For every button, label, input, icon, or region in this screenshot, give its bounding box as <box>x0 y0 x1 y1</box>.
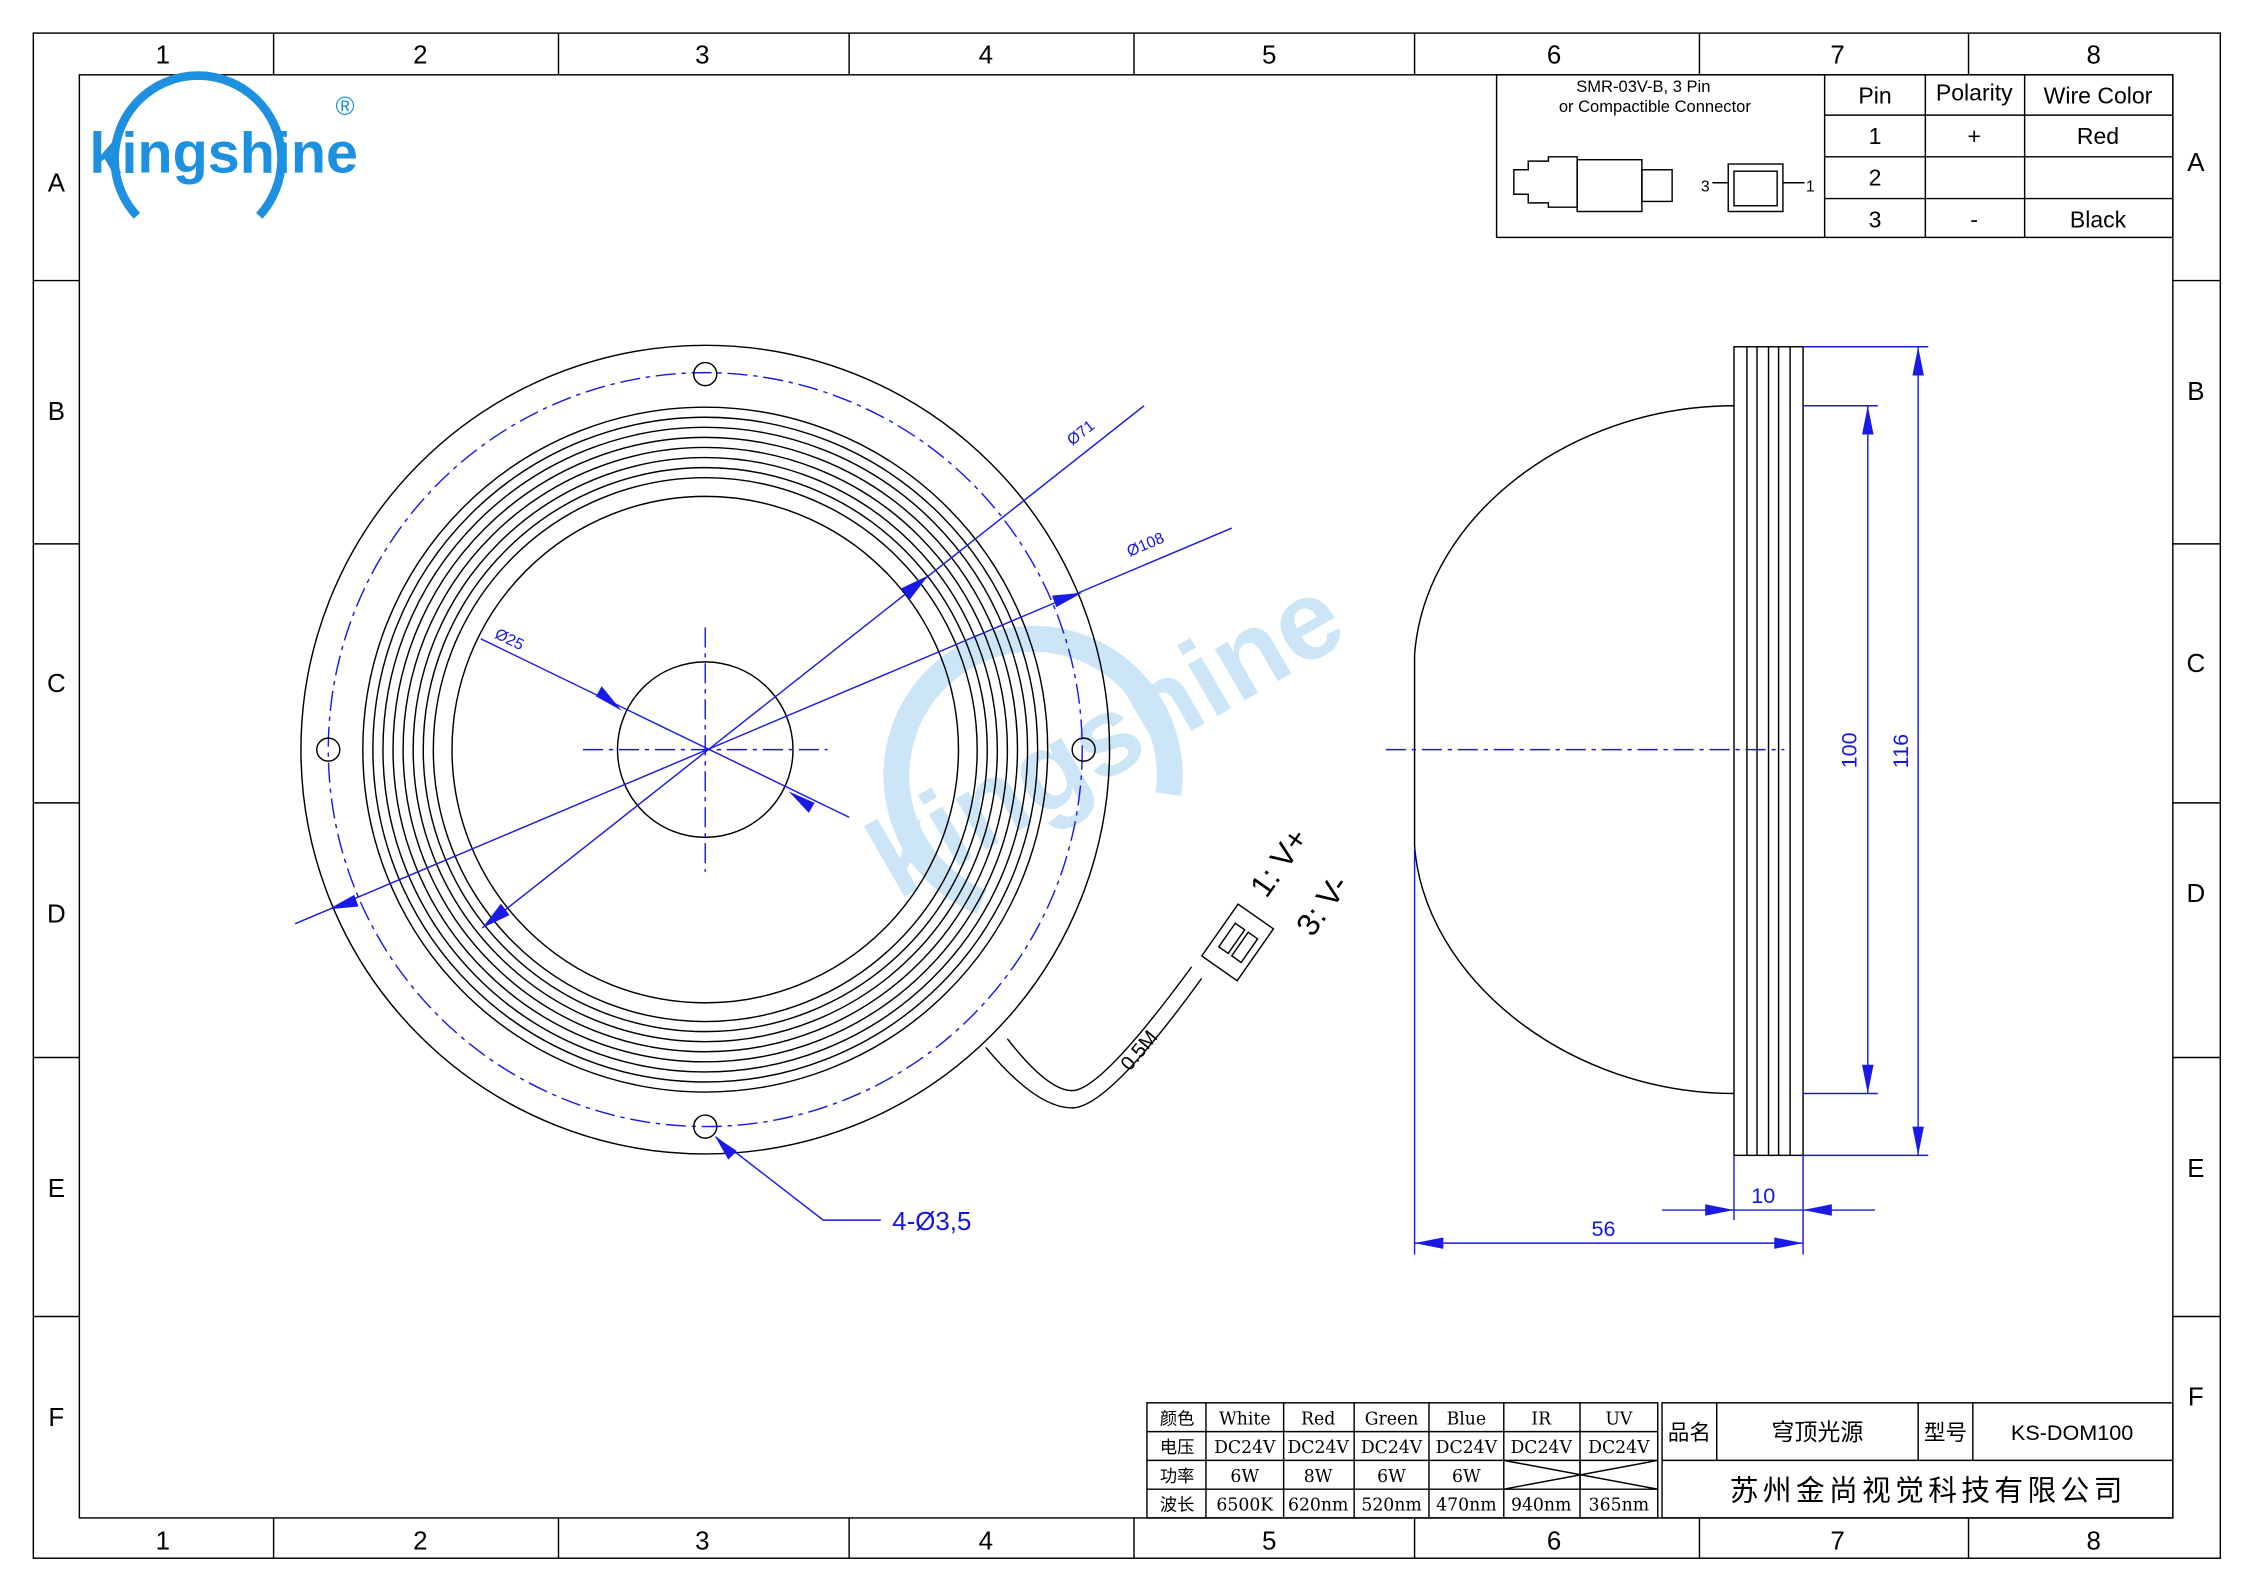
svg-text:3: 3 <box>1701 178 1710 195</box>
row-label: D <box>47 900 66 928</box>
product-name: 穹顶光源 <box>1771 1419 1863 1445</box>
dim-d108: Ø108 <box>1125 530 1167 561</box>
svg-text:3: 3 <box>1869 206 1882 232</box>
row-label: C <box>2187 650 2206 678</box>
svg-text:1: 1 <box>1806 178 1815 195</box>
row-label: B <box>48 398 65 426</box>
svg-text:电压: 电压 <box>1160 1438 1195 1458</box>
row-label: E <box>2187 1155 2204 1183</box>
col-label: 4 <box>979 1528 993 1556</box>
svg-text:6W: 6W <box>1230 1467 1259 1487</box>
title-block: 品名 穹顶光源 型号 KS-DOM100 苏州金尚视觉科技有限公司 <box>1661 1402 2174 1519</box>
svg-text:®: ® <box>335 93 354 121</box>
front-view: Ø71 Ø108 Ø25 4-Ø3,5 <box>294 344 1233 1236</box>
mounting-holes <box>316 361 1096 1139</box>
svg-text:DC24V: DC24V <box>1588 1438 1650 1458</box>
svg-text:620nm: 620nm <box>1288 1496 1348 1516</box>
svg-text:520nm: 520nm <box>1361 1496 1421 1516</box>
svg-text:6W: 6W <box>1377 1467 1406 1487</box>
row-label: A <box>48 169 66 197</box>
svg-text:颜色: 颜色 <box>1160 1409 1195 1429</box>
svg-text:2: 2 <box>1869 165 1882 191</box>
dim-10: 10 <box>1751 1183 1775 1208</box>
drawing-frame: 1 2 3 4 5 6 7 8 1 2 3 4 5 6 7 8 A B C D … <box>32 32 2222 1559</box>
col-label: 2 <box>413 1528 427 1556</box>
svg-text:Red: Red <box>2077 123 2119 149</box>
svg-text:kingshine: kingshine <box>89 122 358 186</box>
col-label: 1 <box>156 1528 170 1556</box>
model-label: 型号 <box>1924 1420 1967 1445</box>
dim-116: 116 <box>1888 734 1913 768</box>
svg-text:8W: 8W <box>1304 1467 1333 1487</box>
svg-text:Red: Red <box>1301 1409 1335 1429</box>
row-label: F <box>48 1404 64 1432</box>
svg-text:940nm: 940nm <box>1511 1496 1571 1516</box>
connector-title: SMR-03V-B, 3 Pin <box>1576 77 1710 96</box>
col-label: 1 <box>156 41 170 69</box>
svg-text:6500K: 6500K <box>1216 1496 1274 1516</box>
spec-table: 颜色 White Red Green Blue IR UV 电压 DC24V DC24V DC24… <box>1146 1402 1659 1519</box>
svg-text:1: 1 <box>1869 123 1882 149</box>
col-label: 8 <box>2086 41 2100 69</box>
row-label: E <box>48 1175 65 1203</box>
col-label: 4 <box>979 41 993 69</box>
col-label: 5 <box>1262 41 1276 69</box>
dim-d71: Ø71 <box>1064 417 1098 449</box>
col-label: 6 <box>1547 1528 1561 1556</box>
row-label: D <box>2187 880 2206 908</box>
svg-text:6W: 6W <box>1452 1467 1481 1487</box>
row-label: A <box>2187 149 2205 177</box>
svg-text:功率: 功率 <box>1160 1467 1195 1487</box>
connector-table: SMR-03V-B, 3 Pin or Compactible Connecto… <box>1495 74 2174 239</box>
connector-front-icon <box>1712 163 1805 213</box>
svg-text:Blue: Blue <box>1447 1409 1487 1429</box>
col-label: 2 <box>413 41 427 69</box>
dim-d25: Ø25 <box>492 626 527 654</box>
col-label: 7 <box>1830 1528 1844 1556</box>
col-label: 7 <box>1830 41 1844 69</box>
pin3-label: 3: V- <box>1289 868 1356 942</box>
col-label: 6 <box>1547 41 1561 69</box>
svg-text:365nm: 365nm <box>1589 1496 1649 1516</box>
svg-text:DC24V: DC24V <box>1214 1438 1276 1458</box>
col-label: 3 <box>695 1528 709 1556</box>
svg-text:+: + <box>1968 123 1981 149</box>
svg-text:Black: Black <box>2070 206 2127 232</box>
connector-side-icon <box>1513 156 1673 213</box>
model-number: KS-DOM100 <box>2011 1420 2133 1445</box>
svg-text:DC24V: DC24V <box>1510 1438 1572 1458</box>
row-label: B <box>2187 378 2204 406</box>
cable-length: 0.5M <box>1117 1027 1163 1075</box>
cable: 0.5M 1: V+ 3: V- <box>985 821 1356 1109</box>
row-label: C <box>47 670 66 698</box>
col-label: 5 <box>1262 1528 1276 1556</box>
svg-text:470nm: 470nm <box>1436 1496 1496 1516</box>
svg-text:White: White <box>1219 1409 1271 1429</box>
header-polarity: Polarity <box>1936 80 2013 106</box>
svg-text:Green: Green <box>1365 1409 1419 1429</box>
product-name-label: 品名 <box>1668 1420 1711 1445</box>
col-label: 8 <box>2086 1528 2100 1556</box>
side-view: 100 116 56 10 <box>1385 346 1929 1255</box>
dim-56: 56 <box>1592 1216 1616 1241</box>
row-label: F <box>2188 1384 2204 1412</box>
header-pin: Pin <box>1858 83 1891 109</box>
col-label: 3 <box>695 41 709 69</box>
dim-100: 100 <box>1836 732 1861 768</box>
dim-holes: 4-Ø3,5 <box>892 1208 971 1236</box>
kingshine-logo: kingshine ® <box>89 71 358 219</box>
connector-subtitle: or Compactible Connector <box>1559 97 1752 116</box>
svg-text:DC24V: DC24V <box>1361 1438 1423 1458</box>
svg-text:波长: 波长 <box>1160 1496 1195 1516</box>
pin1-label: 1: V+ <box>1243 821 1315 903</box>
company-name: 苏州金尚视觉科技有限公司 <box>1730 1476 2127 1508</box>
svg-text:DC24V: DC24V <box>1287 1438 1349 1458</box>
svg-text:IR: IR <box>1531 1409 1552 1429</box>
svg-text:UV: UV <box>1605 1409 1633 1429</box>
svg-text:DC24V: DC24V <box>1436 1438 1498 1458</box>
header-wire-color: Wire Color <box>2044 83 2153 109</box>
svg-text:-: - <box>1970 206 1978 232</box>
